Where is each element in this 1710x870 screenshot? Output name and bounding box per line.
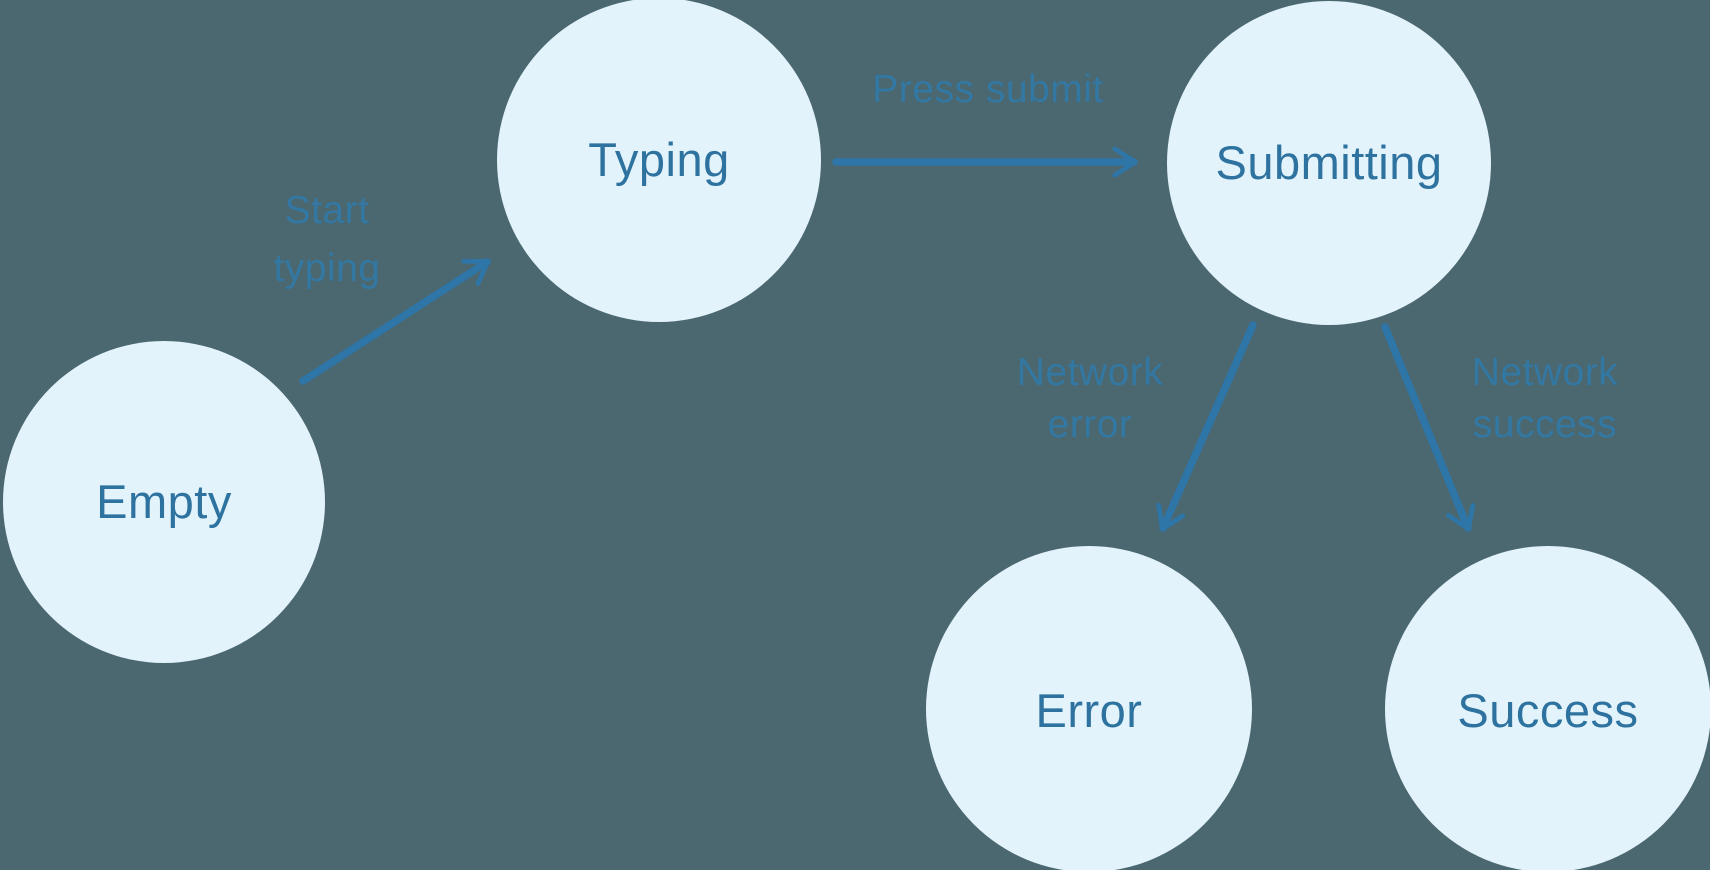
state-node-submitting: Submitting [1167, 1, 1491, 325]
transition-submitting-to-success: Network success [1381, 323, 1619, 532]
transition-arrow-network-success [1381, 323, 1476, 532]
state-label-empty: Empty [96, 475, 232, 528]
transition-empty-to-typing: Start typing [273, 189, 491, 385]
transition-label-network-error-line2: error [1048, 403, 1133, 446]
transition-typing-to-submitting: Press submit [832, 68, 1138, 178]
state-node-error: Error [926, 546, 1252, 870]
transition-label-network-success-line1: Network [1472, 351, 1619, 394]
state-circle-typing [497, 0, 821, 322]
transition-label-network-error-line1: Network [1017, 351, 1164, 394]
state-label-submitting: Submitting [1215, 136, 1442, 189]
state-node-typing: Typing [497, 0, 821, 322]
state-circle-submitting [1167, 1, 1491, 325]
state-circle-empty [3, 341, 325, 663]
transition-label-start-typing-line1: Start [285, 189, 370, 232]
transition-label-network-success-line2: success [1473, 403, 1617, 446]
state-label-success: Success [1457, 684, 1638, 737]
transition-arrow-start-typing [299, 258, 491, 385]
transition-label-press-submit: Press submit [872, 68, 1103, 111]
transition-arrow-network-error [1156, 321, 1257, 532]
state-circle-success [1385, 546, 1710, 870]
state-label-typing: Typing [588, 133, 729, 186]
transition-submitting-to-error: Network error [1017, 321, 1257, 532]
state-circle-error [926, 546, 1252, 870]
transition-label-start-typing-line2: typing [273, 247, 380, 290]
state-node-empty: Empty [3, 341, 325, 663]
state-node-success: Success [1385, 546, 1710, 870]
state-label-error: Error [1036, 684, 1143, 737]
